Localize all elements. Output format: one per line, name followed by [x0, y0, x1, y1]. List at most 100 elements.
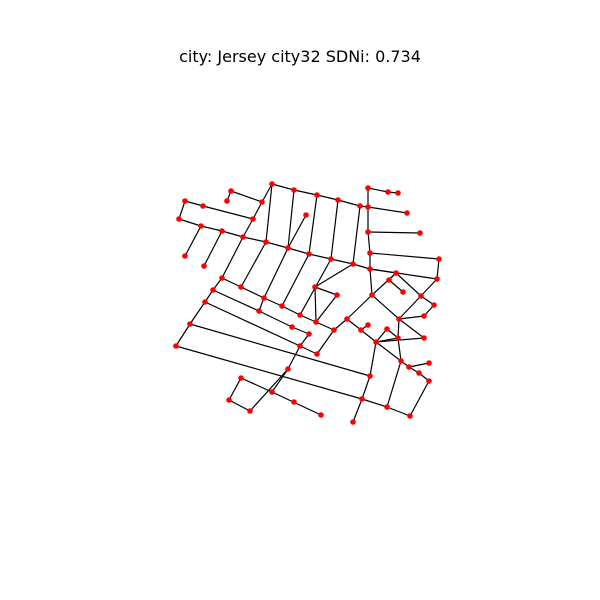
graph-node — [306, 251, 312, 257]
graph-node — [187, 321, 193, 327]
figure-title: city: Jersey city32 SDNi: 0.734 — [179, 47, 421, 66]
graph-edge — [316, 194, 339, 201]
graph-edge — [369, 268, 373, 296]
graph-edge — [261, 183, 273, 203]
graph-node — [303, 212, 309, 218]
graph-edge — [203, 230, 223, 267]
graph-node — [331, 327, 337, 333]
graph-node — [210, 287, 216, 293]
graph-node — [384, 326, 390, 332]
graph-edge — [287, 189, 295, 249]
graph-node — [365, 204, 371, 210]
graph-node — [358, 327, 364, 333]
graph-node — [386, 277, 392, 283]
graph-edge — [291, 326, 310, 335]
graph-node — [369, 292, 375, 298]
graph-node — [176, 216, 182, 222]
graph-node — [200, 203, 206, 209]
graph-edge — [409, 380, 430, 417]
graph-edge — [287, 345, 301, 370]
graph-edge — [386, 406, 411, 417]
graph-edge — [395, 272, 422, 297]
graph-edge — [330, 258, 354, 265]
graph-edge — [184, 225, 202, 257]
graph-node — [426, 360, 432, 366]
graph-node — [396, 316, 402, 322]
graph-edge — [315, 294, 338, 323]
graph-edge — [397, 337, 402, 362]
graph-edge — [184, 200, 204, 207]
graph-node — [247, 408, 253, 414]
graph-edge — [369, 268, 397, 274]
graph-node — [416, 370, 422, 376]
graph-edge — [397, 318, 400, 339]
graph-edge — [352, 205, 361, 265]
graph-node — [314, 192, 320, 198]
graph-edge — [299, 314, 317, 323]
graph-edge — [369, 341, 377, 377]
graph-edge — [293, 189, 318, 196]
graph-node — [367, 250, 373, 256]
graph-edge — [375, 337, 425, 343]
graph-edge — [314, 286, 317, 323]
graph-node — [238, 284, 244, 290]
graph-node — [198, 223, 204, 229]
graph-node — [224, 198, 230, 204]
graph-edge — [281, 305, 301, 316]
edges-layer — [175, 183, 440, 423]
graph-node — [365, 229, 371, 235]
graph-node — [434, 276, 440, 282]
graph-edge — [388, 279, 404, 293]
graph-edge — [346, 294, 373, 320]
graph-edge — [265, 241, 289, 249]
graph-node — [261, 295, 267, 301]
graph-node — [269, 389, 275, 395]
graph-node — [344, 316, 350, 322]
graph-edge — [252, 201, 263, 220]
graph-edge — [367, 231, 421, 234]
graph-edge — [265, 183, 273, 243]
graph-edge — [346, 318, 362, 331]
graph-edge — [221, 236, 244, 279]
graph-edge — [386, 360, 402, 408]
graph-node — [182, 253, 188, 259]
graph-node — [259, 199, 265, 205]
graph-node — [400, 289, 406, 295]
graph-node — [385, 189, 391, 195]
graph-node — [202, 299, 208, 305]
graph-node — [297, 312, 303, 318]
graph-edge — [352, 398, 363, 423]
graph-node — [436, 256, 442, 262]
graph-edge — [242, 218, 254, 238]
graph-edge — [263, 297, 283, 307]
graph-node — [426, 378, 432, 384]
nodes-layer — [173, 181, 442, 425]
graph-edge — [230, 190, 263, 203]
graph-edge — [178, 218, 202, 227]
graph-node — [350, 419, 356, 425]
graph-edge — [240, 286, 265, 299]
graph-edge — [398, 318, 425, 339]
graph-node — [306, 331, 312, 337]
graph-edge — [189, 323, 371, 377]
graph-edge — [314, 263, 354, 288]
graph-edge — [330, 199, 339, 260]
graph-edge — [200, 225, 223, 232]
graph-edge — [240, 377, 273, 393]
graph-node — [367, 266, 373, 272]
graph-node — [226, 397, 232, 403]
graph-edge — [361, 375, 371, 400]
graph-node — [240, 234, 246, 240]
graph-node — [367, 373, 373, 379]
graph-node — [291, 187, 297, 193]
graph-edge — [287, 247, 310, 255]
graph-node — [173, 343, 179, 349]
graph-node — [384, 404, 390, 410]
graph-edge — [314, 286, 338, 296]
graph-node — [418, 293, 424, 299]
graph-edge — [287, 214, 307, 249]
graph-node — [238, 375, 244, 381]
graph-edge — [263, 247, 289, 299]
graph-edge — [228, 399, 251, 412]
